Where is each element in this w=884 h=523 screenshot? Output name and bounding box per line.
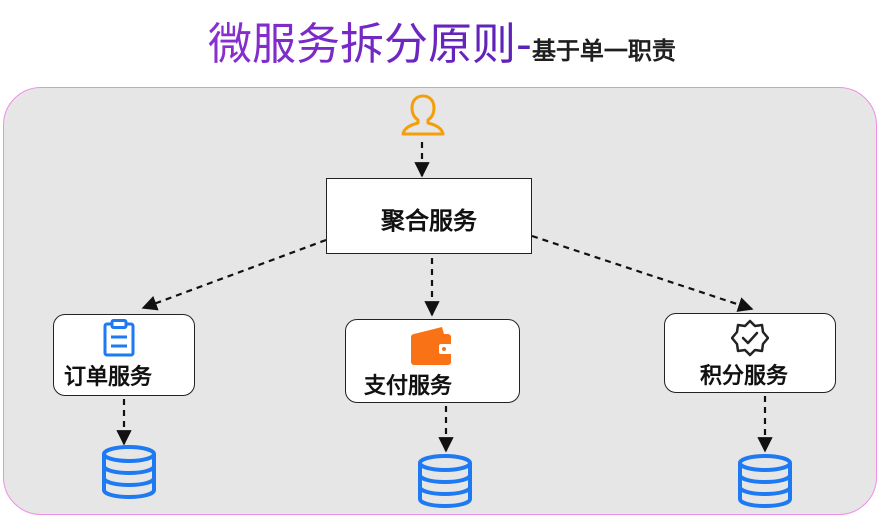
database-icon (102, 445, 156, 500)
aggregate-service-label: 聚合服务 (381, 207, 477, 235)
wallet-icon (411, 327, 452, 365)
title-sub: 基于单一职责 (531, 37, 676, 65)
order-service-box[interactable]: 订单服务 (53, 314, 195, 396)
points-service-label: 积分服务 (700, 364, 789, 389)
payment-service-label: 支付服务 (364, 374, 453, 399)
title-main: 微服务拆分原则- (208, 19, 532, 70)
clipboard-icon (103, 319, 135, 357)
order-service-label: 订单服务 (64, 365, 153, 390)
aggregate-service-box[interactable]: 聚合服务 (326, 178, 532, 254)
badge-check-icon (731, 319, 769, 357)
user-icon (401, 94, 445, 136)
database-icon (418, 454, 472, 509)
arrow-aggregate-to-order (141, 238, 327, 311)
arrow-aggregate-to-points (531, 234, 754, 312)
diagram-title: 微服务拆分原则-基于单一职责 (0, 8, 884, 72)
points-service-box[interactable]: 积分服务 (664, 313, 836, 393)
payment-service-box[interactable]: 支付服务 (345, 319, 520, 403)
database-icon (738, 454, 792, 509)
